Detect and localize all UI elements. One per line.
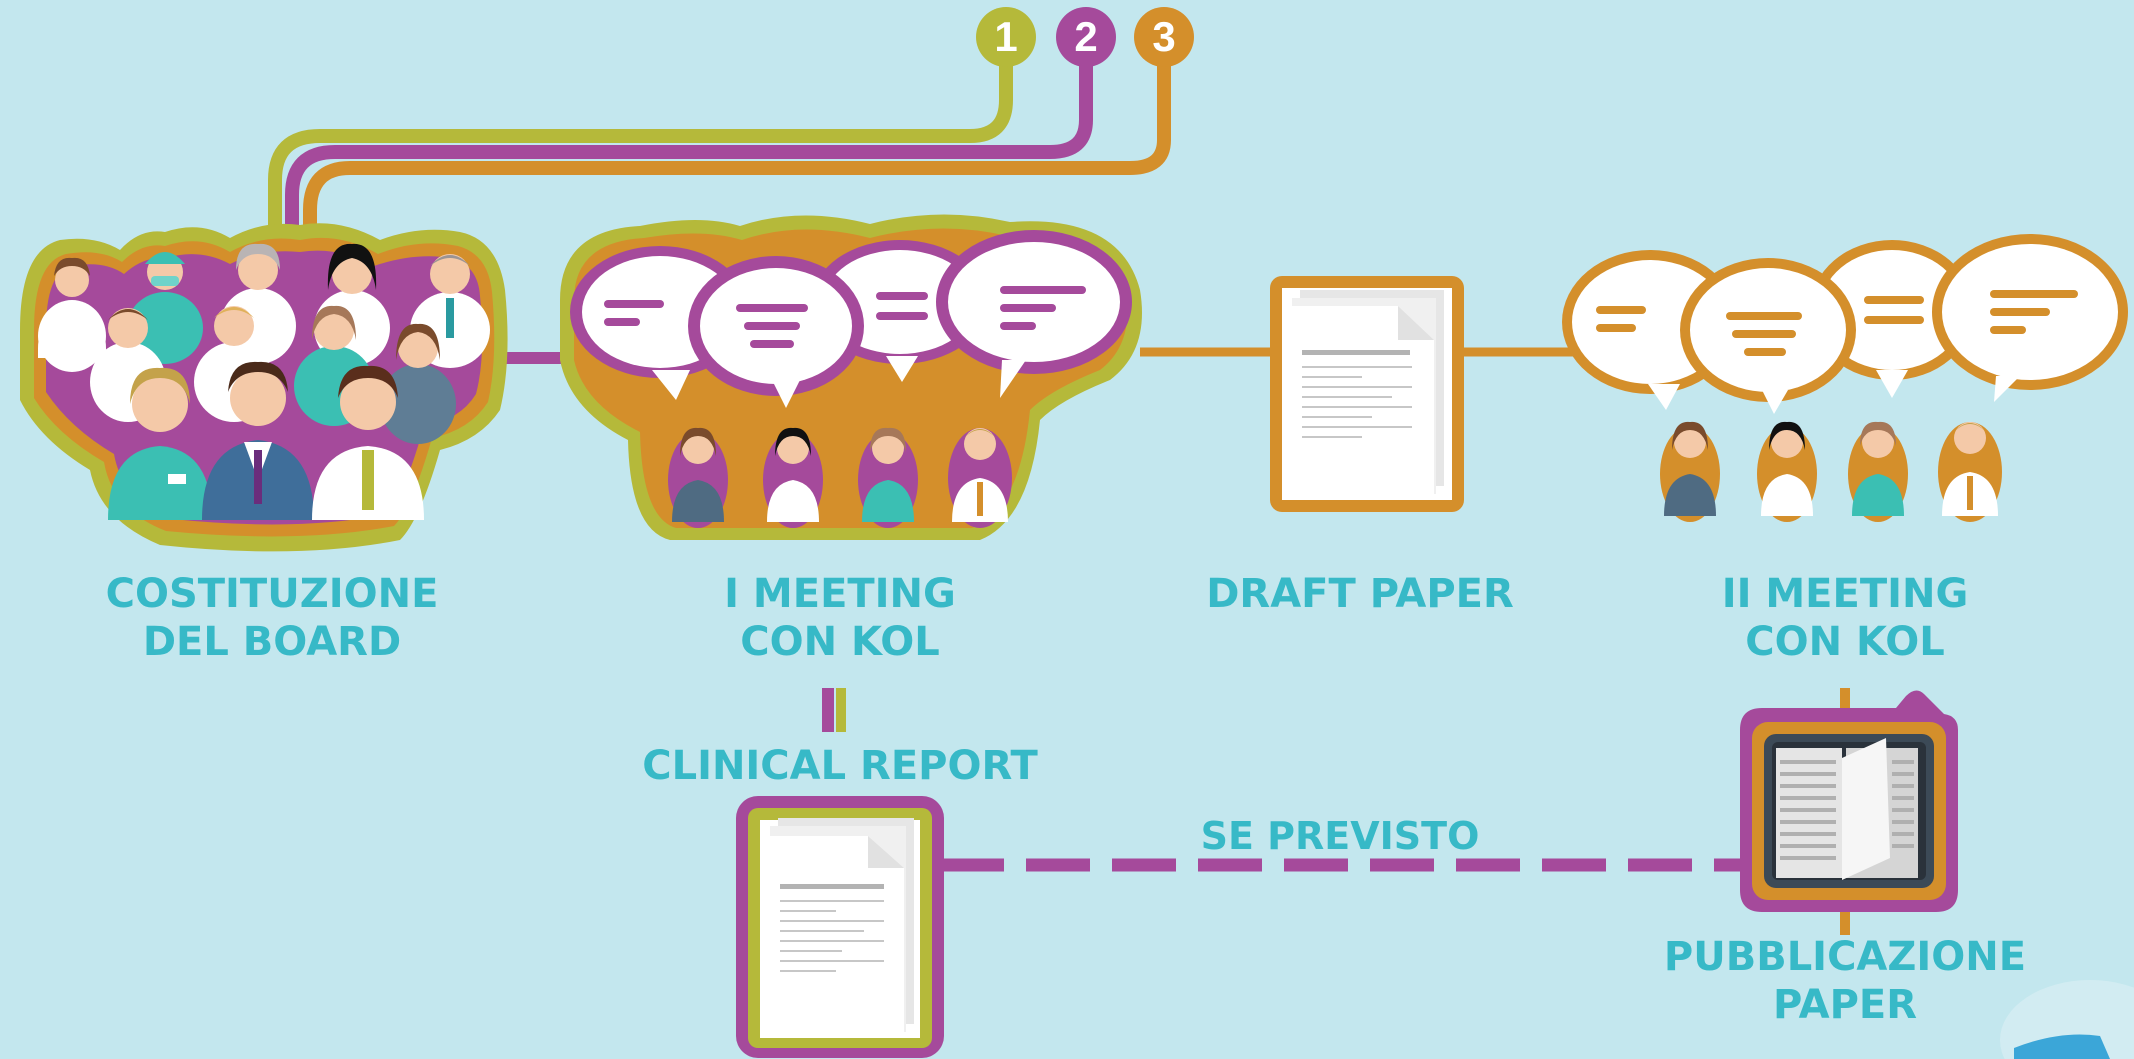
board-label: COSTITUZIONE DEL BOARD: [72, 570, 472, 666]
clinical-report-label: CLINICAL REPORT: [590, 742, 1090, 790]
meeting1-label-line1: I MEETING: [724, 571, 956, 617]
meeting2-label-line1: II MEETING: [1721, 571, 1969, 617]
draft-paper-label: DRAFT PAPER: [1160, 570, 1560, 618]
step-label-3: 3: [1152, 13, 1175, 60]
clinical-report-label-line1: CLINICAL REPORT: [642, 743, 1038, 789]
board-label-line2: DEL BOARD: [142, 619, 402, 665]
step-number-1: [976, 7, 1036, 67]
clinical-report-document-icon: [736, 796, 944, 1058]
meeting2-label: II MEETING CON KOL: [1640, 570, 2050, 666]
publication-label-line1: PUBBLICAZIONE: [1663, 934, 2027, 980]
se-previsto-text: SE PREVISTO: [1200, 814, 1480, 858]
step-label-2: 2: [1074, 13, 1097, 60]
meeting2-label-line2: CON KOL: [1745, 619, 1945, 665]
meeting1-label-line2: CON KOL: [740, 619, 940, 665]
flow-lines: [268, 33, 1171, 262]
optional-connector-label: SE PREVISTO: [1130, 812, 1550, 860]
meeting2-icon: [1562, 234, 2128, 522]
meeting1-icon: [560, 214, 1142, 540]
publication-label-line2: PAPER: [1772, 982, 1918, 1028]
corner-decoration: [2000, 980, 2134, 1059]
publication-label: PUBBLICAZIONE PAPER: [1630, 933, 2060, 1029]
step-number-3: [1134, 7, 1194, 67]
document-icon: [1270, 276, 1464, 512]
step-number-2: [1056, 7, 1116, 67]
board-label-line1: COSTITUZIONE: [105, 571, 439, 617]
tablet-book-icon: [1740, 690, 1958, 912]
draft-paper-label-line1: DRAFT PAPER: [1206, 571, 1514, 617]
meeting1-label: I MEETING CON KOL: [640, 570, 1040, 666]
step-label-1: 1: [994, 13, 1017, 60]
doctor-group-icon: [20, 223, 508, 552]
